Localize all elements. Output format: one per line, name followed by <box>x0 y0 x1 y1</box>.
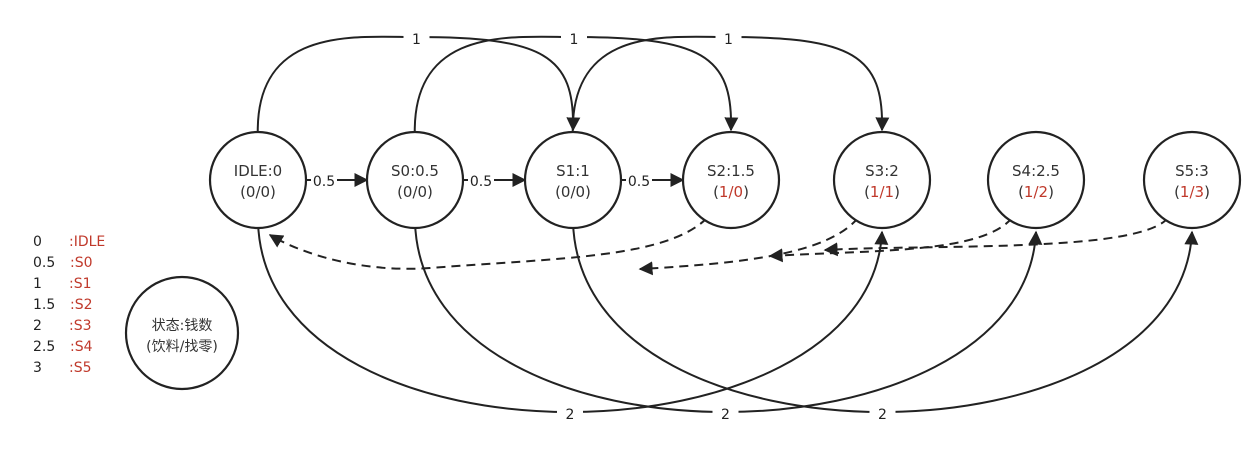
edge-s2-to-idle <box>268 217 708 270</box>
legend-row: 0.5 :S0 <box>33 255 93 271</box>
legend-value: 0.5 <box>33 255 55 271</box>
edge-idle-to-s3-label-bg <box>557 404 583 423</box>
edge-s5-to-idle <box>823 217 1169 257</box>
legend-value: 3 <box>33 360 42 376</box>
state-output-s1: (0/0) <box>555 183 591 201</box>
legend-value: 1 <box>33 276 42 292</box>
state-circle-s1 <box>523 130 623 230</box>
state-name-s4: S4:2.5 <box>1012 162 1060 180</box>
legend-state: :IDLE <box>69 234 105 250</box>
edge-idle-to-s0-label-bg <box>311 171 337 190</box>
state-name-s0: S0:0.5 <box>391 162 439 180</box>
state-node-s5: S5:3 (1/3) <box>1142 130 1242 230</box>
state-circle-idle <box>208 130 308 230</box>
state-name-s3: S3:2 <box>865 162 899 180</box>
state-output-s0: (0/0) <box>397 183 433 201</box>
edge-idle-to-s3-label-text: 2 <box>566 407 575 423</box>
state-output-s2: (1/0) <box>713 183 749 201</box>
edge-s1-to-s3-label-text: 1 <box>724 32 733 48</box>
state-output-s4: (1/2) <box>1018 183 1054 201</box>
edge-idle-to-s1-label-text: 1 <box>412 32 421 48</box>
state-output-idle: (0/0) <box>240 183 276 201</box>
edge-idle-to-s0-label: 0.5 <box>311 171 337 190</box>
key-circle <box>124 275 240 391</box>
edge-s1-to-s2-label: 0.5 <box>626 171 652 190</box>
state-node-s0: S0:0.5 (0/0) <box>365 130 465 230</box>
edge-s0-to-s2-label-text: 1 <box>570 32 579 48</box>
edge-s1-to-s2-label-text: 0.5 <box>628 174 650 190</box>
state-circle-s4 <box>986 130 1086 230</box>
legend-value: 0 <box>33 234 42 250</box>
state-node-s1: S1:1 (0/0) <box>523 130 623 230</box>
transition-labels: 0.5 0.5 0.5 1 1 1 2 2 2 <box>311 29 896 423</box>
edge-s1-to-s3-label-bg <box>715 29 742 48</box>
edge-s0-to-s4-label-bg <box>712 404 739 423</box>
edge-idle-to-s3 <box>257 221 889 414</box>
state-name-s5: S5:3 <box>1175 162 1209 180</box>
state-name-s2: S2:1.5 <box>707 162 755 180</box>
legend-value: 2 <box>33 318 42 334</box>
state-name-idle: IDLE:0 <box>234 162 282 180</box>
edge-s0-to-s2-label: 1 <box>561 29 587 48</box>
edge-s0-to-s4 <box>414 221 1043 414</box>
state-circle-s2 <box>681 130 781 230</box>
state-name-s1: S1:1 <box>556 162 590 180</box>
legend-state: :S4 <box>70 339 93 355</box>
key-line-2: (饮料/找零) <box>146 339 218 355</box>
edge-s4-to-idle <box>768 217 1013 263</box>
legend-row: 1.5 :S2 <box>33 297 93 313</box>
state-output-s5: (1/3) <box>1174 183 1210 201</box>
state-circle-s5 <box>1142 130 1242 230</box>
legend-row: 2 :S3 <box>33 318 92 334</box>
edge-s0-to-s1-label-text: 0.5 <box>470 174 492 190</box>
legend-row: 3 :S5 <box>33 360 92 376</box>
state-nodes: IDLE:0 (0/0) S0:0.5 (0/0) S1:1 (0/0) S2:1.5 (1/… <box>208 130 1242 230</box>
key-line-1: 状态:钱数 <box>152 318 213 334</box>
state-output-s3: (1/1) <box>864 183 900 201</box>
state-node-s4: S4:2.5 (1/2) <box>986 130 1086 230</box>
edge-s0-to-s2-label-bg <box>561 29 587 48</box>
state-circle-s3 <box>832 130 932 230</box>
state-circle-s0 <box>365 130 465 230</box>
legend-state: :S0 <box>70 255 93 271</box>
edge-s0-to-s1-label: 0.5 <box>468 171 494 190</box>
state-node-idle: IDLE:0 (0/0) <box>208 130 308 230</box>
legend-value: 2.5 <box>33 339 55 355</box>
edge-s0-to-s4-label: 2 <box>712 404 739 423</box>
legend-value: 1.5 <box>33 297 55 313</box>
state-node-s2: S2:1.5 (1/0) <box>681 130 781 230</box>
legend-state: :S2 <box>70 297 93 313</box>
edge-s1-to-s3-label: 1 <box>715 29 742 48</box>
legend-state: :S1 <box>69 276 92 292</box>
legend-state: :S3 <box>69 318 92 334</box>
edge-s1-to-s5-label-bg <box>869 404 896 423</box>
value-legend: 0 :IDLE 0.5 :S0 1 :S1 1.5 :S2 2 :S3 2.5 :S4 3 :S5 <box>33 234 105 376</box>
edge-s0-to-s1-label-bg <box>468 171 494 190</box>
edge-idle-to-s3-label: 2 <box>557 404 583 423</box>
legend-row: 0 :IDLE <box>33 234 105 250</box>
legend-row: 1 :S1 <box>33 276 92 292</box>
notation-key: 状态:钱数 (饮料/找零) <box>124 275 240 391</box>
legend-row: 2.5 :S4 <box>33 339 93 355</box>
edge-s1-to-s5-label-text: 2 <box>878 407 887 423</box>
edge-idle-to-s1-label: 1 <box>403 29 430 48</box>
edge-s1-to-s5-label: 2 <box>869 404 896 423</box>
edge-idle-to-s1-label-bg <box>403 29 430 48</box>
edge-s1-to-s2-label-bg <box>626 171 652 190</box>
edge-s0-to-s4-label-text: 2 <box>721 407 730 423</box>
edge-idle-to-s0-label-text: 0.5 <box>313 174 335 190</box>
legend-state: :S5 <box>69 360 92 376</box>
edge-s3-to-idle <box>638 217 859 276</box>
state-node-s3: S3:2 (1/1) <box>832 130 932 230</box>
